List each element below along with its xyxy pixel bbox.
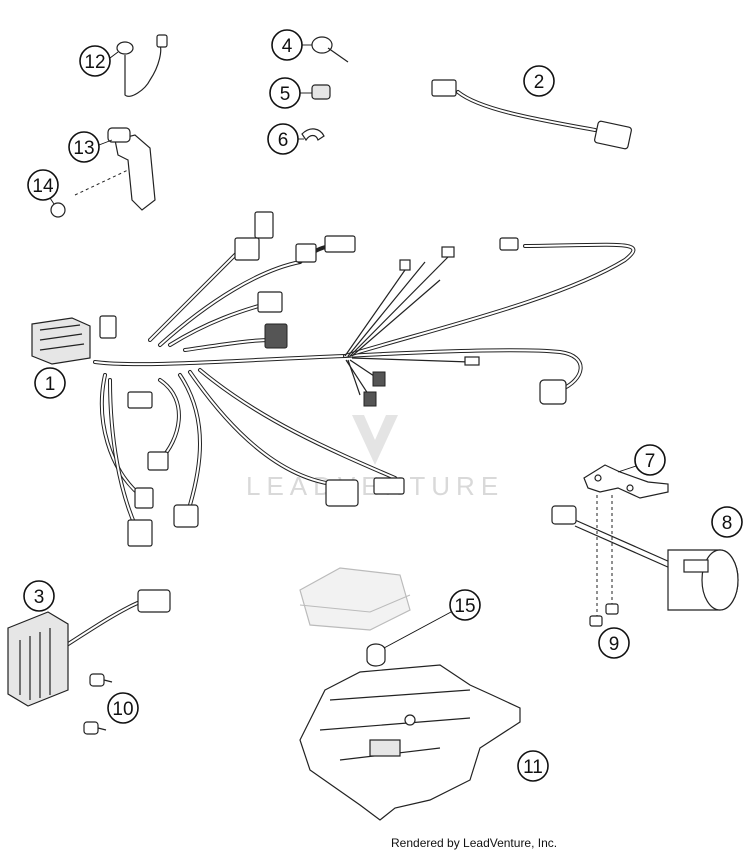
part-7-bracket: [583, 464, 669, 616]
callout-label: 15: [454, 596, 475, 617]
callout-14: 14: [27, 169, 59, 205]
callout-9: 9: [598, 627, 630, 659]
part-2-cable: [431, 79, 632, 150]
callout-label: 8: [722, 513, 733, 534]
main-wiring-harness: [31, 211, 636, 547]
callout-3: 3: [23, 580, 55, 612]
callout-label: 13: [73, 138, 94, 159]
part-8-motor: [551, 505, 739, 611]
callout-13: 13: [68, 131, 113, 163]
callout-11: 11: [517, 750, 549, 782]
part-15-grommet: [366, 643, 386, 667]
callout-label: 14: [32, 176, 54, 197]
callout-label: 6: [278, 130, 289, 151]
callout-label: 1: [45, 374, 56, 395]
part-3-regulator: [7, 589, 171, 707]
callout-15: 15: [383, 589, 481, 649]
callout-1: 1: [34, 367, 66, 399]
callout-label: 10: [112, 699, 133, 720]
callout-7: 7: [617, 444, 666, 476]
callout-label: 9: [609, 634, 620, 655]
watermark-text: LEADVENTURE: [246, 471, 504, 501]
callout-5: 5: [269, 77, 312, 109]
parts-12-13-14: [50, 34, 168, 218]
callout-2: 2: [523, 65, 555, 97]
footer-credit: Rendered by LeadVenture, Inc.: [391, 836, 558, 850]
callout-label: 5: [280, 84, 291, 105]
callout-6: 6: [267, 123, 304, 155]
watermark: LEADVENTURE: [246, 415, 504, 501]
small-parts: [301, 36, 349, 142]
callout-4: 4: [271, 29, 312, 61]
callout-10: 10: [107, 692, 139, 724]
part-10-screws: [83, 673, 113, 735]
callout-label: 12: [84, 52, 105, 73]
callout-label: 2: [534, 72, 545, 93]
callout-8: 8: [711, 506, 743, 538]
callout-label: 7: [645, 451, 656, 472]
part-9-screws: [589, 603, 619, 627]
callout-label: 11: [523, 757, 543, 778]
part-11-battery-tray: [299, 567, 521, 821]
callout-label: 4: [282, 36, 293, 57]
callout-label: 3: [34, 587, 45, 608]
callout-12: 12: [79, 45, 119, 77]
